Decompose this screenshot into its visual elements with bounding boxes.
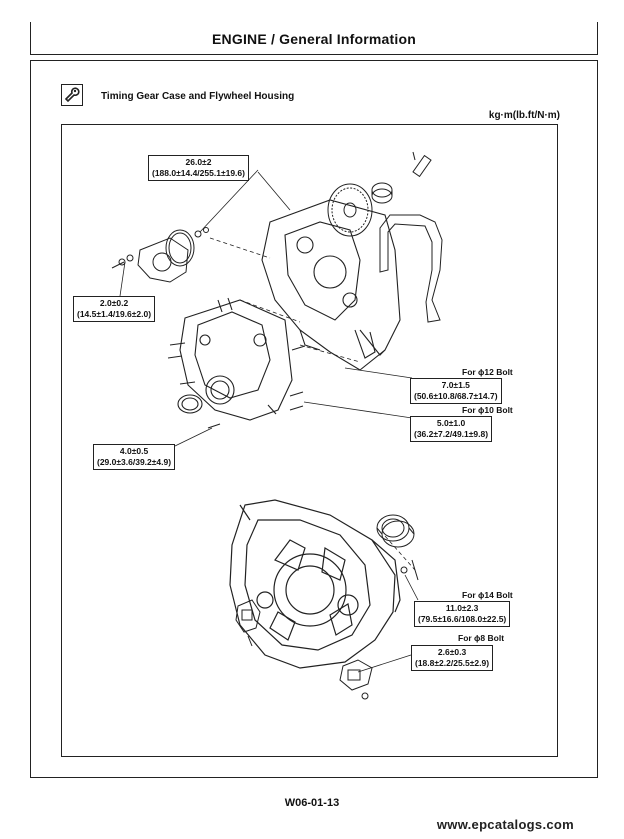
bolt-label-10: For ϕ10 Bolt	[462, 405, 513, 415]
torque-spec-26: 26.0±2 (188.0±14.4/255.1±19.6)	[148, 155, 249, 181]
pump-assembly	[111, 227, 209, 283]
timing-gear	[327, 151, 432, 237]
page-number: W06-01-13	[284, 797, 340, 809]
leader-lines	[119, 169, 419, 673]
flywheel-housing	[229, 499, 401, 669]
inspection-cover-left	[235, 599, 261, 647]
gear-case-plate	[167, 297, 306, 429]
page-title: ENGINE / General Information	[212, 31, 416, 47]
torque-spec-4: 4.0±0.5 (29.0±3.6/39.2±4.9)	[93, 444, 176, 470]
torque-spec-2: 2.0±0.2 (14.5±1.4/19.6±2.0)	[73, 296, 156, 322]
torque-spec-7: 7.0±1.5 (50.6±10.8/68.7±14.7)	[410, 378, 502, 404]
torque-spec-2-6: 2.6±0.3 (18.8±2.2/25.5±2.9)	[411, 645, 494, 671]
timing-gear-case	[261, 199, 401, 371]
torque-spec-5: 5.0±1.0 (36.2±7.2/49.1±9.8)	[410, 416, 493, 442]
oil-seal	[376, 514, 419, 581]
section-title: Timing Gear Case and Flywheel Housing	[101, 91, 295, 102]
bolt-label-12: For ϕ12 Bolt	[462, 367, 513, 377]
torque-spec-11: 11.0±2.3 (79.5±16.6/108.0±22.5)	[414, 601, 511, 627]
diagram-frame	[61, 124, 558, 757]
bolt-label-8: For ϕ8 Bolt	[458, 633, 505, 643]
content-frame	[30, 60, 598, 778]
unit-label: kg·m(lb.ft/N·m)	[488, 110, 560, 121]
wrench-icon	[61, 84, 83, 106]
cover-gasket	[379, 214, 443, 323]
bolt-label-14: For ϕ14 Bolt	[462, 590, 513, 600]
inspection-cover-bottom	[339, 659, 373, 700]
watermark: www.epcatalogs.com	[436, 817, 574, 832]
page-header: ENGINE / General Information	[30, 22, 598, 55]
